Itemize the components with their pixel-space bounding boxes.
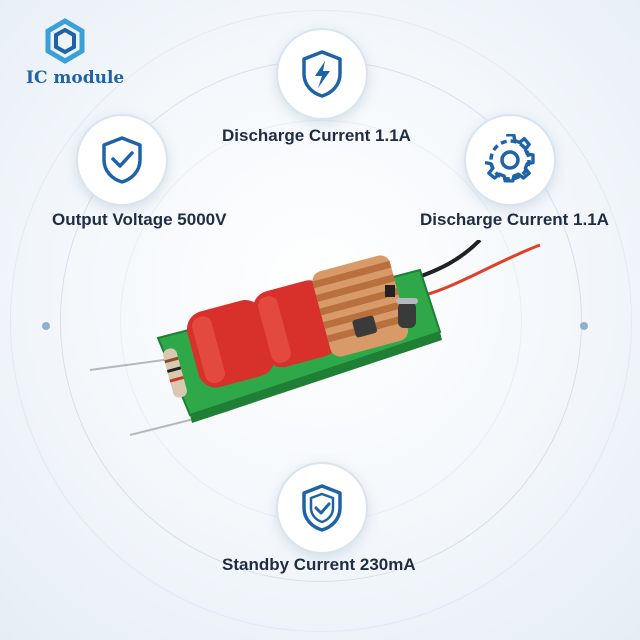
feature-label-discharge-top: Discharge Current 1.1A	[222, 126, 411, 145]
feature-label-output-voltage: Output Voltage 5000V	[52, 210, 227, 229]
ring-dot-right	[580, 322, 588, 330]
shield-check-icon	[76, 114, 168, 206]
feature-label-discharge-right: Discharge Current 1.1A	[420, 210, 609, 229]
lightning-shield-icon	[276, 28, 368, 120]
brand-logo: IC module	[20, 18, 130, 88]
hexagon-logo-icon	[45, 18, 85, 64]
product-image-hv-module	[89, 240, 541, 436]
shield-check-icon	[276, 462, 368, 554]
ring-dot-left	[42, 322, 50, 330]
brand-name: IC module	[26, 68, 125, 88]
gear-icon	[464, 114, 556, 206]
background-ring-outer	[10, 10, 632, 632]
feature-label-standby-current: Standby Current 230mA	[222, 555, 416, 574]
